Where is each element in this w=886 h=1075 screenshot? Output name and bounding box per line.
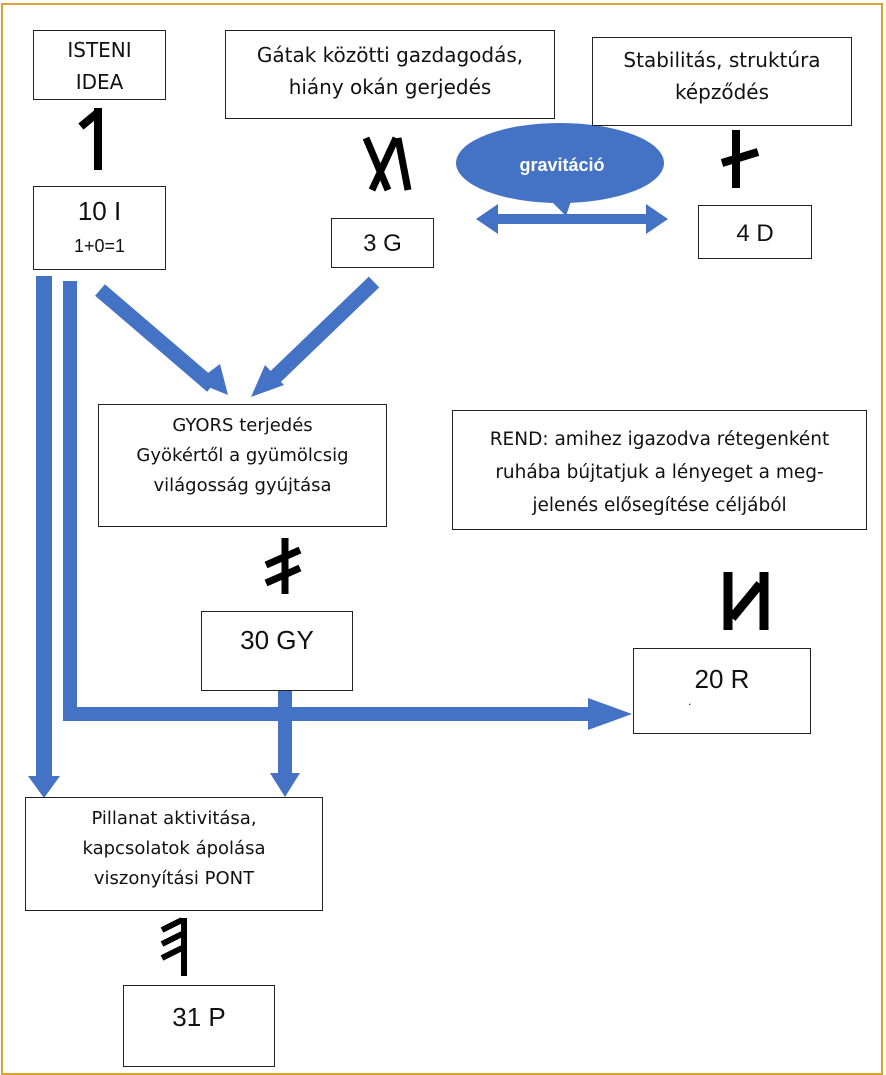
- arrow-3g-to-gyors-head: [251, 365, 284, 397]
- node-pillanat: Pillanat aktivitása, kapcsolatok ápolása…: [25, 797, 323, 911]
- arrow-10i-to-gyors: [95, 284, 217, 392]
- gravity-callout-pointer: [548, 198, 572, 216]
- d4-label: 4 D: [736, 220, 774, 247]
- arrow-30gy-to-pillanat-head: [270, 773, 300, 797]
- node-rend: REND: amihez igazodva rétegenként ruhába…: [452, 410, 867, 530]
- gravity-arrow-left-head: [476, 204, 498, 234]
- g3-label: 3 G: [363, 230, 402, 257]
- node-stabilitas: Stabilitás, struktúra képződés: [592, 37, 852, 126]
- node-20r: 20 R .: [633, 648, 811, 734]
- node-30gy: 30 GY: [201, 611, 353, 691]
- gy30-label: 30 GY: [240, 625, 314, 655]
- i10-label: 10 I: [77, 196, 122, 226]
- gyors-line2: Gyökértől a gyümölcsig: [136, 445, 349, 466]
- node-10i: 10 I 1+0=1: [33, 186, 166, 270]
- arrow-10i-to-pillanat-left-head: [28, 776, 60, 798]
- stabilitas-line1: Stabilitás, struktúra: [623, 48, 821, 72]
- gyors-line1: GYORS terjedés: [172, 415, 313, 436]
- isteni-line1: ISTENI: [67, 38, 132, 62]
- arrow-3g-to-gyors: [266, 276, 380, 386]
- node-4d: 4 D: [698, 205, 812, 259]
- rend-line3: jelenés elősegítése céljából: [532, 495, 787, 516]
- node-gatak: Gátak közötti gazdagodás, hiány okán ger…: [225, 30, 555, 119]
- node-gyors: GYORS terjedés Gyökértől a gyümölcsig vi…: [98, 404, 387, 527]
- i10-sum: 1+0=1: [73, 236, 126, 256]
- node-31p: 31 P: [123, 985, 275, 1067]
- rune-i: [78, 108, 102, 170]
- rune-g: [362, 136, 412, 192]
- rune-p: [160, 917, 187, 976]
- arrow-10i-to-gyors-head: [196, 364, 228, 395]
- rune-r: [723, 572, 769, 630]
- pillanat-line3: viszonyítási PONT: [93, 868, 255, 889]
- diagram-frame: [1, 3, 883, 1075]
- gravity-arrow-right-head: [646, 204, 668, 234]
- stabilitas-line2: képződés: [674, 80, 770, 104]
- pillanat-line1: Pillanat aktivitása,: [91, 808, 257, 829]
- rend-line2: ruhába bújtatjuk a lényeget a meg-: [495, 462, 824, 483]
- rend-line1: REND: amihez igazodva rétegenként: [489, 429, 830, 450]
- rune-d: [720, 130, 760, 188]
- gravitacio-label: gravitáció: [519, 155, 605, 175]
- gravity-callout: [456, 123, 664, 203]
- isteni-line2: IDEA: [75, 70, 124, 94]
- rune-gy: [264, 538, 302, 594]
- node-3g: 3 G: [331, 218, 434, 268]
- p31-label: 31 P: [172, 1002, 226, 1032]
- r20-label: 20 R: [694, 664, 750, 694]
- node-isteni-idea: ISTENI IDEA: [33, 30, 166, 100]
- pillanat-line2: kapcsolatok ápolása: [82, 838, 266, 859]
- r20-mark: .: [688, 694, 692, 708]
- gatak-line1: Gátak közötti gazdagodás,: [256, 43, 524, 67]
- arrow-10i-to-20r-head: [588, 698, 632, 730]
- gyors-line3: világosság gyújtása: [153, 475, 332, 496]
- gatak-line2: hiány okán gerjedés: [288, 75, 492, 99]
